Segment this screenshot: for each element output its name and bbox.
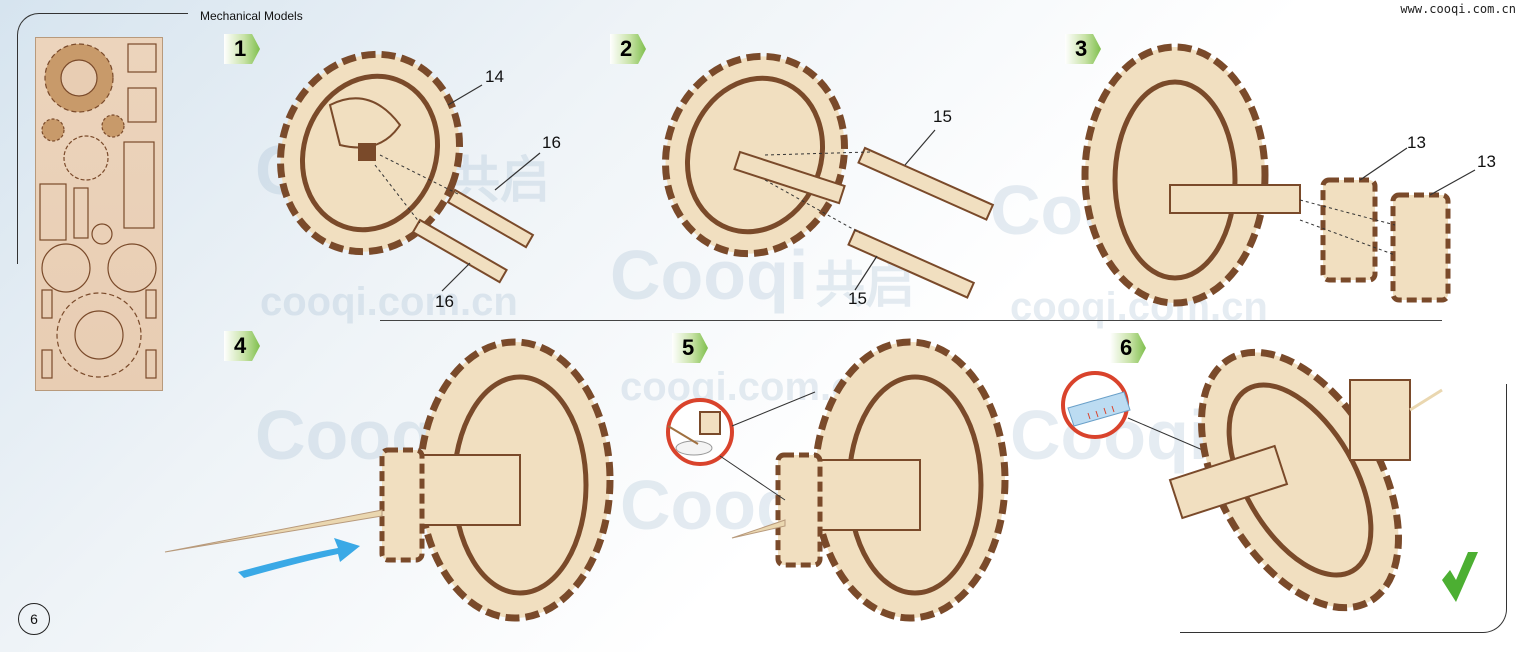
toothpick [164,509,383,553]
gear-wheel [277,50,463,256]
frame-top-left-curve [17,13,188,264]
part-label-13: 13 [1407,133,1426,152]
small-gear [1320,177,1451,303]
step-4-illustration [164,338,614,622]
step-badge-2: 2 [610,34,646,64]
arrow-icon [238,538,360,578]
gear-wheel [1168,348,1443,612]
parts-sheet-icon [35,37,163,391]
part-label-15: 15 [933,107,952,126]
checkmark-icon [1442,552,1478,602]
frame-bottom-right-curve [1180,384,1507,633]
step-badge-5: 5 [672,333,708,363]
step-1-illustration [277,50,541,292]
step-badge-4: 4 [224,331,260,361]
toothpick [731,519,786,539]
watermark-domain: cooqi.com.cn [260,280,518,324]
connector-piece [847,146,995,299]
website-url: www.cooqi.com.cn [1400,2,1516,16]
part-label-13: 13 [1477,152,1496,171]
part-label-16: 16 [542,133,561,152]
connector-piece [411,188,535,284]
gear-wheel [775,338,1009,622]
step-badge-6: 6 [1110,333,1146,363]
step-6-illustration [1061,348,1478,612]
gear-wheel [662,52,848,258]
part-label-14: 14 [485,67,504,86]
step-3-illustration [1081,43,1476,307]
glue-icon [666,398,734,466]
part-label-16: 16 [435,292,454,311]
step-2-illustration [662,52,995,299]
gear-wheel [379,338,614,622]
page-number: 6 [18,603,50,635]
divider-line [380,320,1442,321]
step-badge-3: 3 [1065,34,1101,64]
step-badge-1: 1 [224,34,260,64]
step-5-illustration [666,338,1009,622]
header-title: Mechanical Models [200,9,303,23]
gear-wheel [1081,43,1301,307]
part-label-15: 15 [848,289,867,308]
ruler-icon [1061,371,1131,439]
